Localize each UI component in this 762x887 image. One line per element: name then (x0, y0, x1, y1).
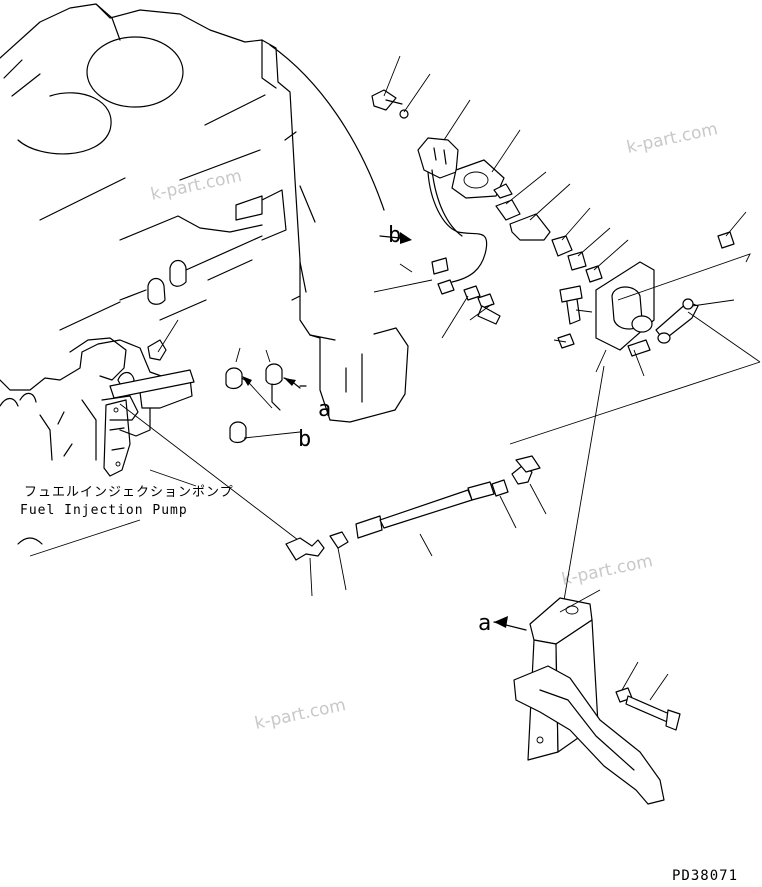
throttle-actuator (509, 211, 761, 613)
sensor-harness (371, 55, 629, 339)
ref-b-mid: b (298, 427, 311, 452)
watermark-1: k-part.com (149, 166, 244, 205)
fuel-injection-pump (0, 337, 193, 477)
ref-b-top: b (388, 223, 401, 248)
ref-a-top: a (318, 397, 331, 422)
fuel-pump-label-jp: フュエルインジェクションポンプ (24, 485, 234, 500)
engine-block (0, 3, 409, 423)
pump-lever-link (109, 319, 195, 399)
fuel-pump-label-en: Fuel Injection Pump (20, 503, 188, 518)
ref-a-bottom: a (478, 611, 491, 636)
fuel-pump-leader (149, 469, 197, 487)
fuel-pump-underline (29, 519, 141, 557)
fuel-pump-tick (17, 537, 43, 545)
throttle-cable (119, 403, 547, 597)
drawing-code: PD38071 (672, 868, 738, 884)
arrow-head-a-bottom (494, 616, 508, 628)
pedal-bracket (513, 589, 681, 805)
watermark-4: k-part.com (253, 695, 348, 734)
watermark-2: k-part.com (625, 119, 720, 158)
ball-joint-parts (225, 347, 307, 444)
watermark-3: k-part.com (560, 551, 655, 590)
